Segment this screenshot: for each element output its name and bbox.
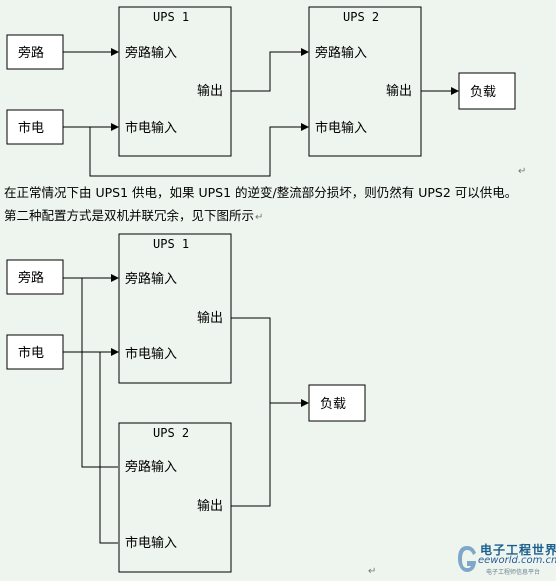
d2-ups1-box bbox=[118, 233, 232, 384]
d2-ups2-box bbox=[118, 422, 232, 573]
d2-connectors bbox=[63, 274, 309, 544]
d2-mains-label: 市电 bbox=[18, 345, 44, 361]
d1-connectors bbox=[63, 48, 459, 177]
d2-bypass-box bbox=[6, 259, 64, 295]
watermark-subtitle: 电子工程师信息平台 bbox=[486, 569, 541, 576]
d1-ups2-title: UPS 2 bbox=[343, 10, 379, 24]
d1-load-box bbox=[458, 72, 516, 110]
d2-ups2-output: 输出 bbox=[197, 498, 223, 514]
d1-mains-box bbox=[6, 109, 64, 145]
d1-ups2-bypass-input: 旁路输入 bbox=[315, 45, 367, 61]
eeworld-logo-icon bbox=[458, 546, 476, 572]
d1-ups2-box bbox=[308, 6, 422, 157]
d2-ups2-mains-input: 市电输入 bbox=[125, 535, 177, 551]
d2-ups1-mains-input: 市电输入 bbox=[125, 346, 177, 362]
d1-ups1-title: UPS 1 bbox=[153, 10, 189, 24]
d2-ups1-output: 输出 bbox=[197, 310, 223, 326]
d2-ups1-bypass-input: 旁路输入 bbox=[125, 271, 177, 287]
d1-ups1-mains-input: 市电输入 bbox=[125, 120, 177, 136]
paragraph-1-text: 在正常情况下由 UPS1 供电，如果 UPS1 的逆变/整流部分损坏，则仍然有 … bbox=[4, 185, 518, 200]
return-mark-icon: ↵ bbox=[368, 566, 377, 577]
d1-ups1-bypass-input: 旁路输入 bbox=[125, 45, 177, 61]
d1-ups2-mains-input: 市电输入 bbox=[315, 120, 367, 136]
d1-ups1-output: 输出 bbox=[197, 83, 223, 99]
d1-load-label: 负载 bbox=[470, 85, 496, 100]
d2-load-label: 负载 bbox=[320, 397, 346, 412]
d1-bypass-label: 旁路 bbox=[18, 45, 44, 61]
return-mark-icon: ↵ bbox=[255, 212, 264, 223]
d1-ups1-box bbox=[118, 6, 232, 157]
watermark-title: 电子工程世界 bbox=[480, 543, 556, 557]
return-mark-icon: ↵ bbox=[518, 166, 527, 177]
d2-bypass-label: 旁路 bbox=[18, 270, 44, 286]
d2-load-box bbox=[308, 384, 366, 422]
d2-ups1-title: UPS 1 bbox=[153, 237, 189, 251]
paragraph-2-text: 第二种配置方式是双机并联冗余，见下图所示 bbox=[4, 208, 255, 223]
d1-ups2-output: 输出 bbox=[386, 83, 412, 99]
d1-bypass-box bbox=[6, 34, 64, 70]
watermark-logo: 电子工程世界 eeworld.com.cn 电子工程师信息平台 bbox=[456, 540, 556, 578]
paragraph-parallel-config: 第二种配置方式是双机并联冗余，见下图所示↵ bbox=[4, 207, 263, 227]
d2-mains-box bbox=[6, 334, 64, 370]
d1-mains-label: 市电 bbox=[18, 120, 44, 136]
d2-ups2-title: UPS 2 bbox=[153, 426, 189, 440]
d2-ups2-bypass-input: 旁路输入 bbox=[125, 459, 177, 475]
paragraph-redundancy-note: 在正常情况下由 UPS1 供电，如果 UPS1 的逆变/整流部分损坏，则仍然有 … bbox=[4, 184, 517, 202]
watermark-url: eeworld.com.cn bbox=[478, 555, 556, 566]
